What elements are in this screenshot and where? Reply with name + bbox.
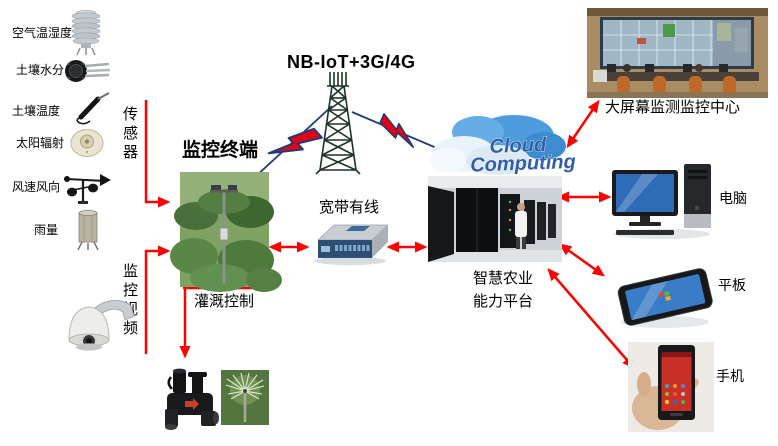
- sensor-label-wind: 风速风向: [12, 180, 61, 194]
- ptz-camera-icon: [68, 299, 135, 351]
- cloud-word-2: Computing: [470, 151, 576, 177]
- cloud-word-1: Cloud: [489, 134, 547, 158]
- cloud-computing-graphic: Cloud Computing: [430, 115, 576, 177]
- phone-photo: [628, 342, 714, 432]
- sensor-label-soil-temperature: 土壤温度: [12, 104, 61, 118]
- control-center-label: 大屏幕监测监控中心: [605, 100, 741, 116]
- arrow-server-control-center: [566, 99, 600, 149]
- irrigation-label: 灌溉控制: [194, 294, 255, 310]
- solar-radiation-sensor-icon: [70, 129, 104, 157]
- arrow-router-server: [386, 241, 428, 253]
- field-terminal-photo: [170, 172, 282, 292]
- arrow-server-pc: [556, 191, 612, 203]
- radiation-shield-icon: [71, 10, 101, 56]
- arrow-sensors-to-terminal: [144, 100, 171, 208]
- desktop-pc-photo: [612, 164, 711, 239]
- arrow-terminal-router: [268, 241, 310, 253]
- sprinkler-photo: [221, 370, 269, 425]
- pc-label: 电脑: [719, 192, 747, 207]
- terminal-title: 监控终端: [182, 140, 259, 161]
- platform-label: 智慧农业 能力平台: [458, 268, 548, 314]
- soil-moisture-sensor-icon: [65, 60, 111, 82]
- sensor-label-solar-radiation: 太阳辐射: [16, 136, 65, 150]
- solenoid-valve-photo: [165, 368, 219, 430]
- lightning-bolt-left-icon: [253, 105, 333, 179]
- router-photo: [314, 224, 389, 265]
- platform-label-line2: 能力平台: [472, 294, 533, 310]
- arrow-video-to-terminal: [144, 245, 171, 354]
- sensor-label-air-temp-humidity: 空气温湿度: [12, 26, 73, 40]
- arrow-server-phone: [547, 268, 635, 369]
- soil-temperature-probe-icon: [76, 92, 110, 125]
- lightning-bolt-right-icon: [351, 111, 447, 153]
- rain-gauge-icon: [77, 210, 99, 251]
- platform-label-line1: 智慧农业: [472, 271, 533, 287]
- tablet-label: 平板: [718, 279, 746, 294]
- wired-network-label: 宽带有线: [319, 200, 380, 216]
- control-center-photo: [587, 8, 768, 98]
- sensor-label-rain: 雨量: [34, 223, 59, 237]
- sensor-label-soil-moisture: 土壤水分: [16, 63, 65, 77]
- tablet-photo: [617, 268, 713, 328]
- cell-tower-icon: [315, 72, 361, 175]
- server-room-photo: [428, 176, 562, 262]
- wireless-network-label: NB-IoT+3G/4G: [287, 52, 416, 72]
- anemometer-icon: [64, 174, 111, 204]
- phone-label: 手机: [716, 370, 744, 385]
- sensor-group-label: 传感器: [121, 106, 137, 163]
